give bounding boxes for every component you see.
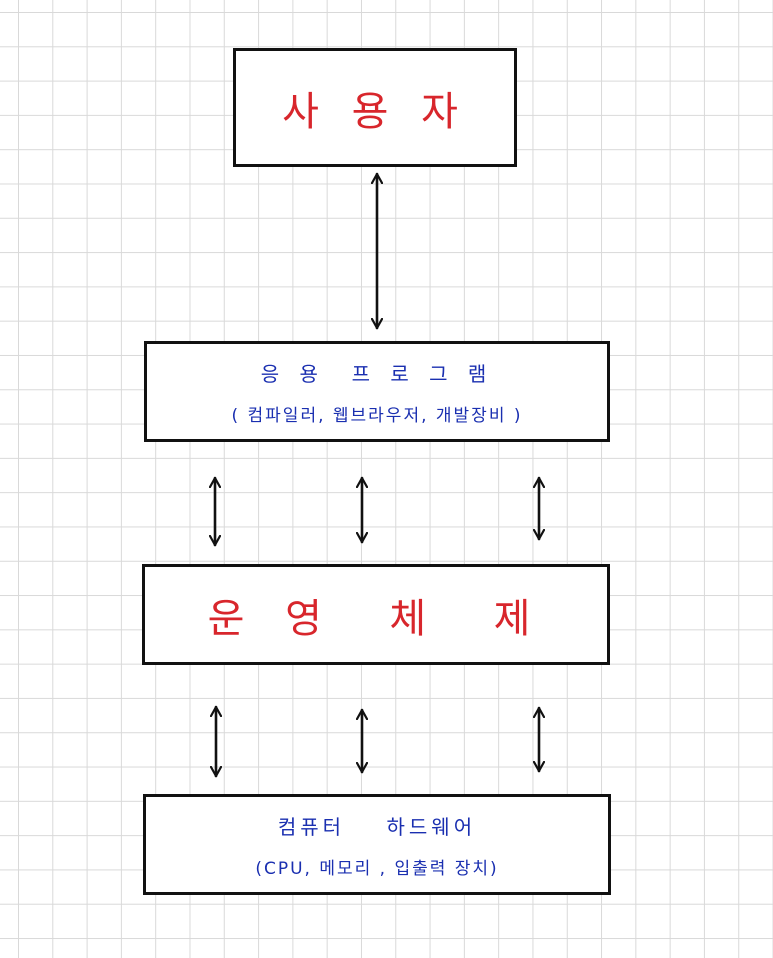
computer-hardware-box: 컴퓨터 하드웨어 (CPU, 메모리 , 입출력 장치) — [143, 794, 611, 895]
computer-hardware-examples: (CPU, 메모리 , 입출력 장치) — [255, 858, 499, 879]
application-program-examples: ( 컴파일러, 웹브라우저, 개발장비 ) — [231, 405, 523, 426]
operating-system-box: 운 영 체 제 — [142, 564, 610, 665]
user-box: 사 용 자 — [233, 48, 517, 167]
operating-system-title: 운 영 체 제 — [207, 595, 545, 642]
computer-hardware-title: 컴퓨터 하드웨어 — [277, 814, 477, 839]
user-box-title: 사 용 자 — [282, 88, 468, 135]
application-program-box: 응 용 프 로 그 램 ( 컴파일러, 웹브라우저, 개발장비 ) — [144, 341, 610, 442]
application-program-title: 응 용 프 로 그 램 — [260, 361, 494, 386]
